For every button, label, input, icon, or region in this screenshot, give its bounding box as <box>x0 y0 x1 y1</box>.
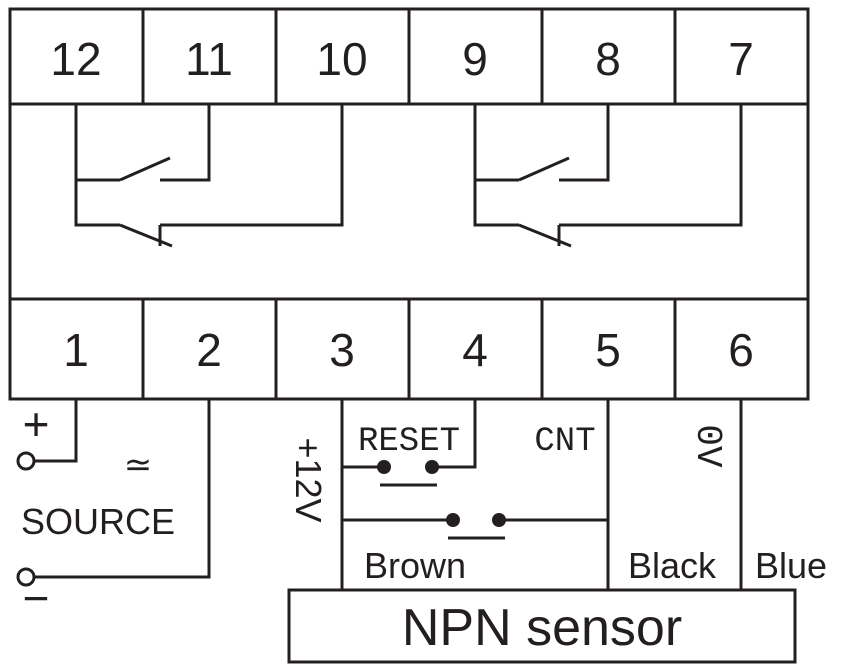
ac-dc-symbol: ≃ <box>124 446 153 484</box>
positive-terminal-icon <box>16 451 36 471</box>
terminal-9-number: 9 <box>462 33 488 85</box>
supply-voltage-label: +12V <box>288 437 329 522</box>
count-contact-right-icon <box>492 513 506 527</box>
no-contact-wire <box>160 104 211 182</box>
count-label: CNT <box>534 423 595 461</box>
terminal-3-number: 3 <box>329 324 355 376</box>
npn-sensor-label: NPN sensor <box>402 599 682 657</box>
source-label: SOURCE <box>21 501 175 542</box>
source-negative-wire <box>34 399 211 579</box>
normally-closed-switch <box>518 223 572 248</box>
terminal-10-number: 10 <box>316 33 367 85</box>
power-source: + ≃ SOURCE − <box>16 398 211 624</box>
terminal-8-number: 8 <box>595 33 621 85</box>
reset-label: RESET <box>358 423 460 461</box>
relay-contact-set-2 <box>473 104 743 248</box>
plus-sign: + <box>23 398 50 450</box>
npn-sensor: NPN sensor <box>287 588 797 664</box>
nc-contact-wire <box>559 104 743 227</box>
sensor-wiring: +12V 0V RESET CNT Brown Black Blue <box>288 399 827 590</box>
blue-wire-label: Blue <box>755 545 827 586</box>
terminal-12-number: 12 <box>50 33 101 85</box>
terminal-2-number: 2 <box>196 324 222 376</box>
black-wire-label: Black <box>628 545 717 586</box>
common-wire <box>74 104 120 227</box>
relay-unit: 12 11 10 9 8 7 1 2 3 4 5 6 <box>8 7 810 401</box>
terminal-1-number: 1 <box>63 324 89 376</box>
count-contact-left-icon <box>446 513 460 527</box>
terminal-6-number: 6 <box>728 324 754 376</box>
terminal-5-number: 5 <box>595 324 621 376</box>
source-positive-wire <box>34 399 78 463</box>
reset-contact-right-icon <box>425 460 439 474</box>
common-wire <box>473 104 519 227</box>
normally-open-switch <box>119 156 171 182</box>
reset-wire-right <box>432 399 477 469</box>
terminal-4-number: 4 <box>462 324 488 376</box>
relay-contact-set-1 <box>74 104 344 248</box>
terminal-dividers <box>141 9 677 399</box>
brown-wire-label: Brown <box>364 545 466 586</box>
nc-contact-wire <box>160 104 344 227</box>
npn-sensor-box <box>287 588 797 664</box>
negative-terminal-icon <box>16 567 36 587</box>
terminal-7-number: 7 <box>728 33 754 85</box>
reset-contact-left-icon <box>377 460 391 474</box>
zero-volt-label: 0V <box>687 424 728 468</box>
normally-closed-switch <box>119 223 173 248</box>
normally-open-switch <box>518 156 570 182</box>
terminal-11-number: 11 <box>185 33 233 85</box>
minus-sign: − <box>23 572 50 624</box>
no-contact-wire <box>559 104 610 182</box>
